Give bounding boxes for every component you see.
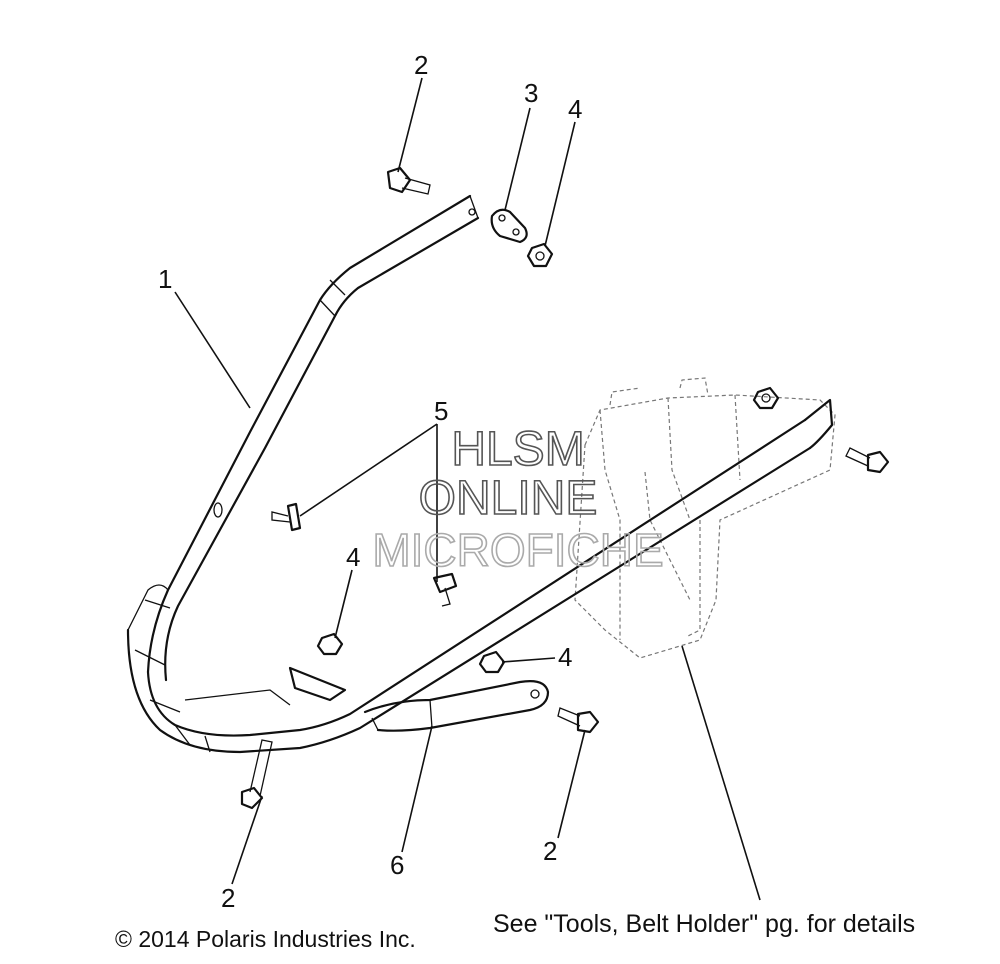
callout-6: 6 <box>390 850 404 880</box>
belt-holder-outline <box>574 377 836 659</box>
nut-right <box>752 386 780 410</box>
callout-5: 5 <box>434 396 448 426</box>
watermark-line-2: ONLINE <box>419 472 598 525</box>
watermark: HLSM ONLINE MICROFICHE <box>372 422 665 577</box>
callout-2-bottom-left: 2 <box>221 883 235 913</box>
callout-4-mid: 4 <box>558 642 572 672</box>
bolt-top <box>386 166 431 195</box>
bracket-part-3 <box>490 208 528 244</box>
nut-left <box>316 632 344 656</box>
callout-4-left: 4 <box>346 542 360 572</box>
rivet-center <box>432 572 458 607</box>
watermark-line-1: HLSM <box>451 423 584 476</box>
leader-lines <box>174 77 761 901</box>
nut-mid <box>478 650 506 674</box>
nut-top <box>526 242 554 268</box>
callout-3: 3 <box>524 78 538 108</box>
bolt-bottom-left <box>240 739 273 810</box>
bolt-bottom-center <box>557 707 600 734</box>
brace-part-6 <box>184 666 550 732</box>
callout-4-top: 4 <box>568 94 582 124</box>
rivet-left <box>271 502 302 532</box>
reference-note: See "Tools, Belt Holder" pg. for details <box>493 910 916 938</box>
copyright-text: © 2014 Polaris Industries Inc. <box>115 926 416 952</box>
bumper-tube-part-1 <box>126 194 834 754</box>
callout-2-bottom-right: 2 <box>543 836 557 866</box>
callout-2-top: 2 <box>414 50 428 80</box>
watermark-line-3: MICROFICHE <box>372 524 663 576</box>
callout-1: 1 <box>158 264 172 294</box>
bolt-right <box>845 447 890 474</box>
